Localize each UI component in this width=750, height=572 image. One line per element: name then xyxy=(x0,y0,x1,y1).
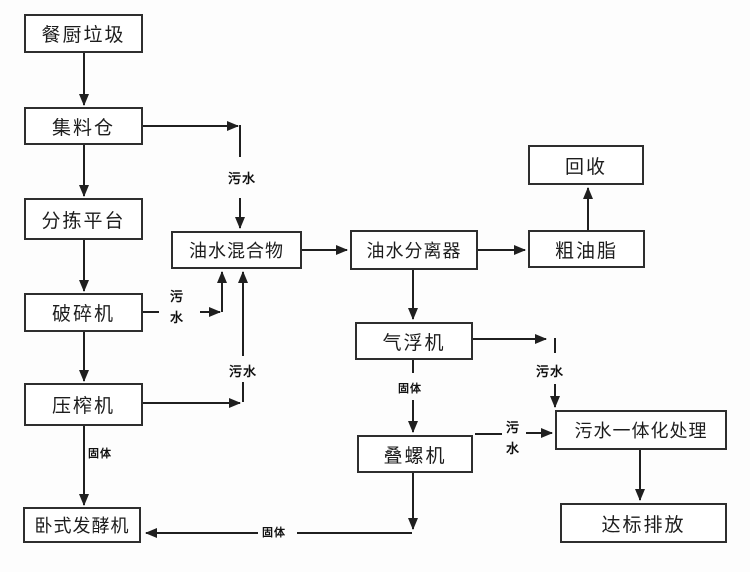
edge-label-solid-screwpress-to-fermenter: 固体 xyxy=(262,526,286,539)
edge-label-sewage-flotation-to-treatment: 污水 xyxy=(536,365,565,380)
edge-label-sewage-screwpress-to-treatment: 污水 xyxy=(505,421,519,457)
edge-label-solid-press-to-fermenter: 固体 xyxy=(88,447,112,460)
node-kitchen-waste: 餐厨垃圾 xyxy=(24,14,143,53)
node-sewage-treatment: 污水一体化处理 xyxy=(555,410,727,450)
node-press: 压榨机 xyxy=(24,383,143,426)
edge-label-solid-flotation-to-screwpress: 固体 xyxy=(398,382,422,395)
node-sorting-platform: 分拣平台 xyxy=(24,198,143,240)
edge-label-sewage-press-to-mixture: 污水 xyxy=(229,365,258,380)
node-oil-water-mixture: 油水混合物 xyxy=(171,231,302,269)
node-crusher: 破碎机 xyxy=(24,293,143,332)
edge-label-sewage-collection-to-mixture: 污水 xyxy=(228,172,257,187)
node-discharge: 达标排放 xyxy=(560,503,727,543)
node-collection-bin: 集料仓 xyxy=(24,107,143,145)
node-recycle: 回收 xyxy=(528,145,644,185)
node-air-flotation: 气浮机 xyxy=(355,322,473,360)
node-crude-grease: 粗油脂 xyxy=(528,230,645,268)
node-screw-press: 叠螺机 xyxy=(357,435,473,473)
node-horizontal-fermenter: 卧式发酵机 xyxy=(23,507,141,543)
node-oil-water-separator: 油水分离器 xyxy=(350,230,478,270)
edge-label-sewage-crusher-to-mixture: 污水 xyxy=(169,290,183,326)
